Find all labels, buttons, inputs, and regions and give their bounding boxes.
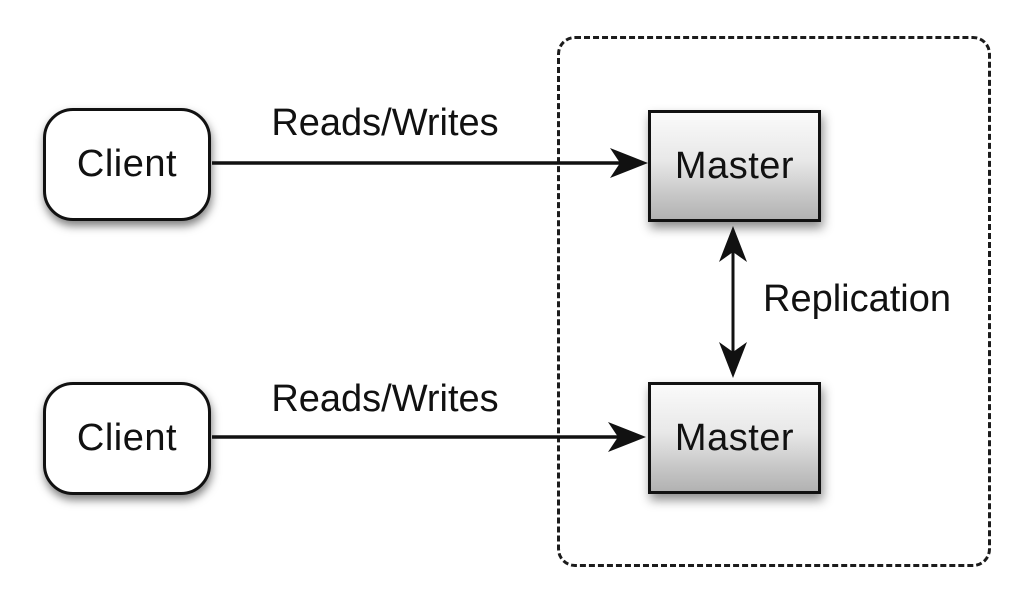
client-node-bottom-label: Client: [76, 417, 178, 459]
client-node-top-label: Client: [76, 143, 178, 185]
client-node-top: Client: [43, 108, 211, 221]
reads-writes-label-top: Reads/Writes: [271, 102, 499, 144]
master-node-bottom-label: Master: [674, 416, 795, 459]
master-node-bottom: Master: [648, 382, 821, 494]
reads-writes-label-bottom: Reads/Writes: [271, 378, 499, 420]
master-node-top-label: Master: [674, 144, 795, 187]
replication-cluster-dashed-container: [557, 36, 991, 567]
replication-label: Replication: [763, 278, 951, 320]
master-node-top: Master: [648, 110, 821, 222]
client-node-bottom: Client: [43, 382, 211, 495]
